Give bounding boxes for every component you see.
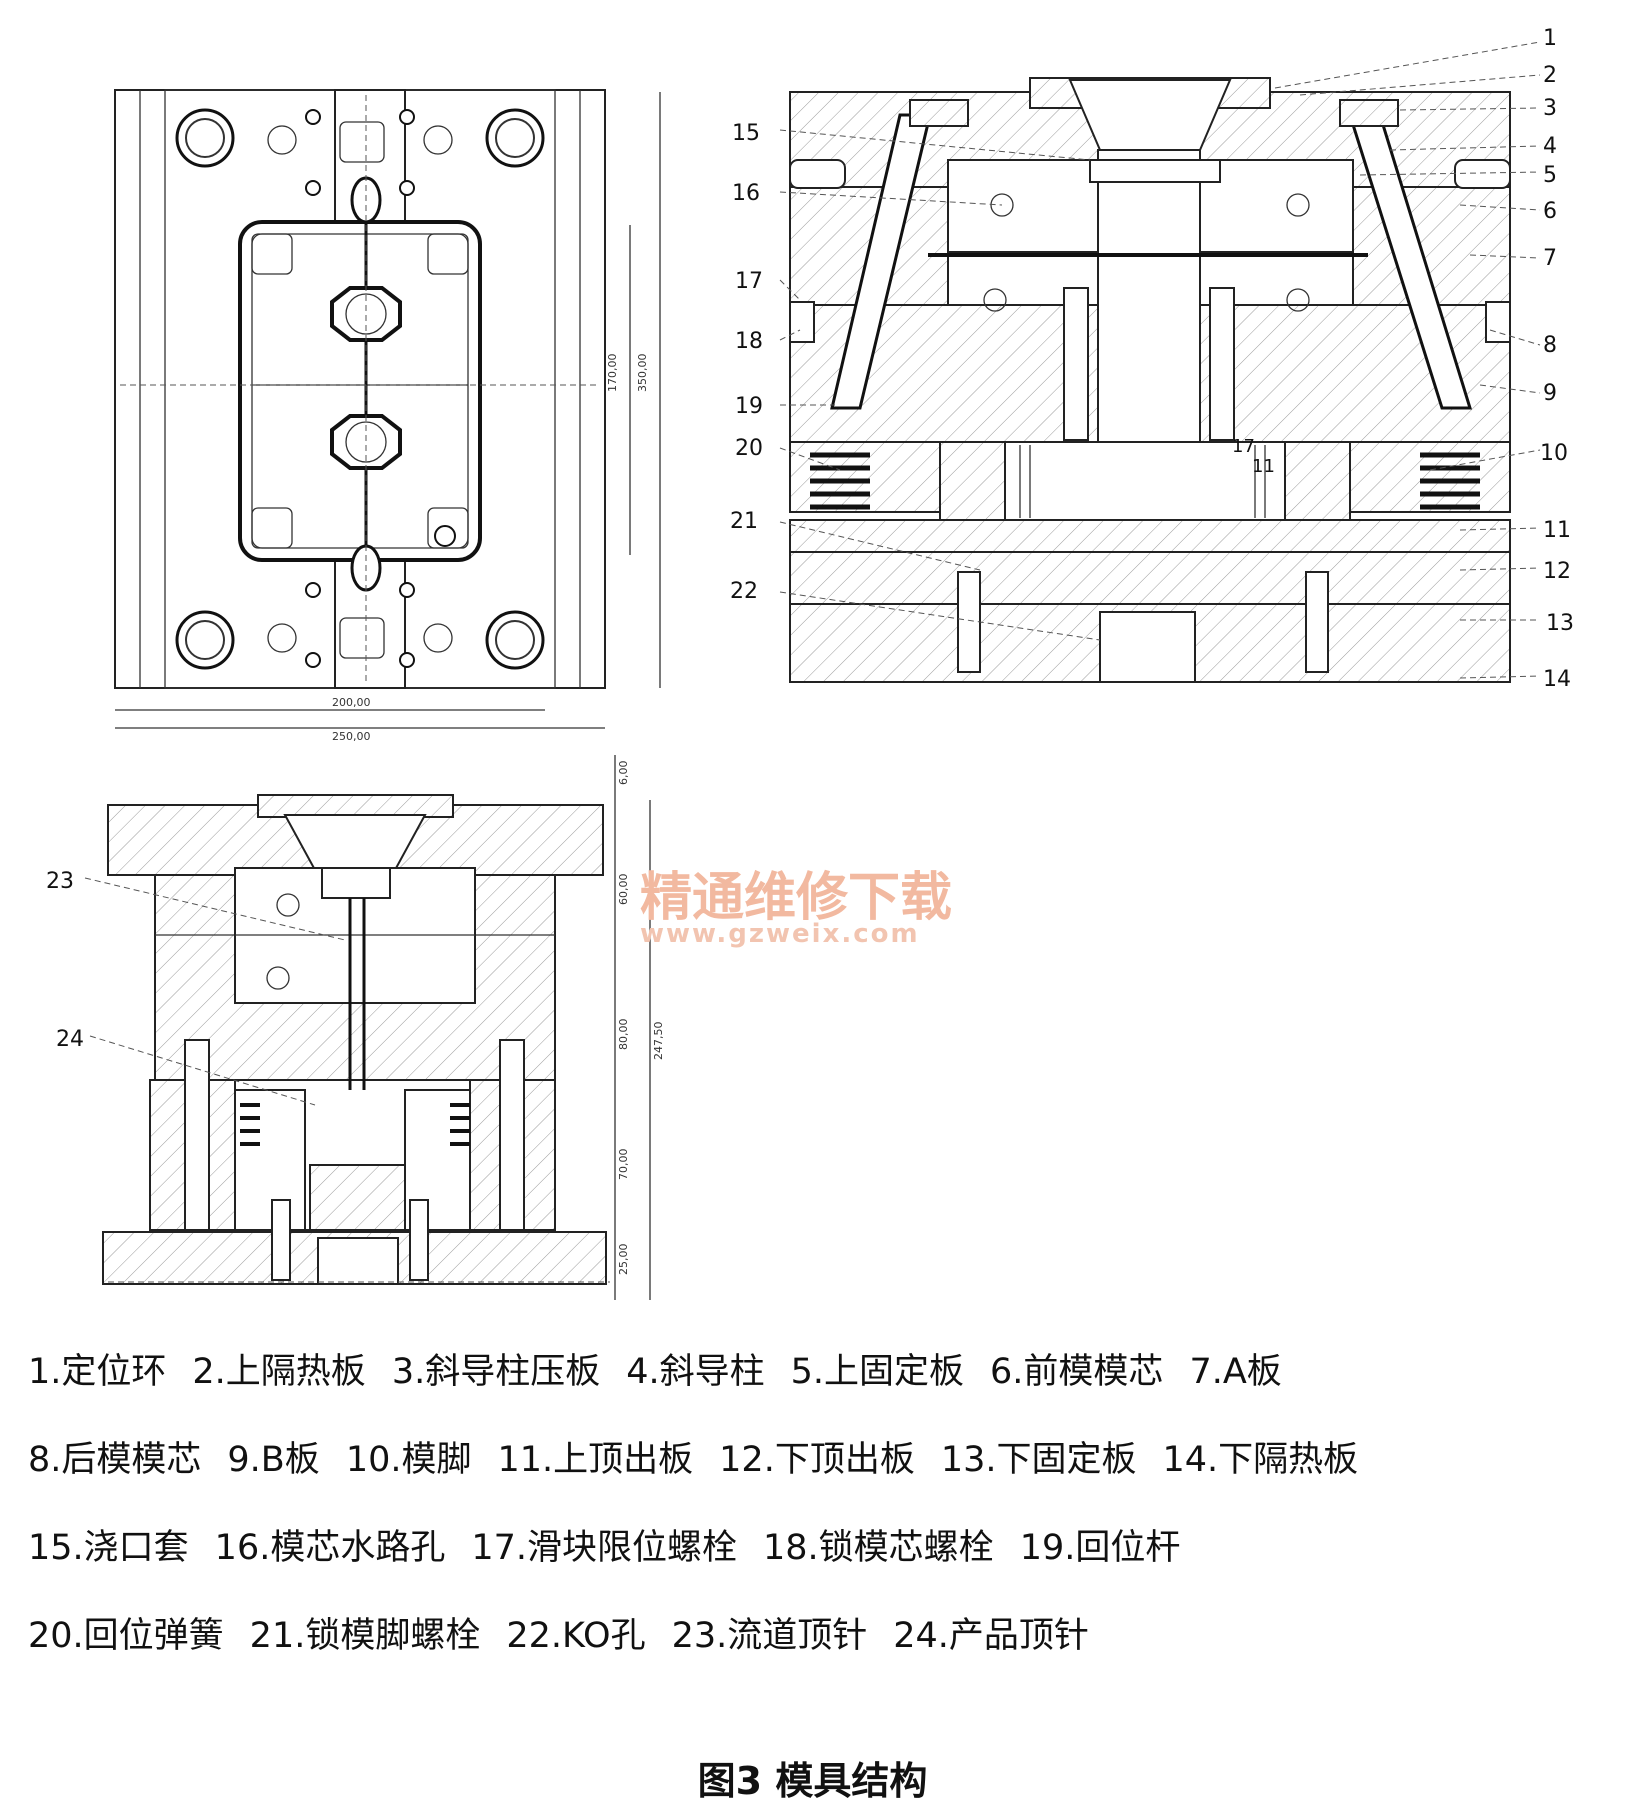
legend-row-4: 20.回位弹簧 21.锁模脚螺栓 22.KO孔 23.流道顶针 24.产品顶针: [28, 1616, 1598, 1656]
legend-item: 5.上固定板: [790, 1352, 965, 1392]
callout-2: 2: [1543, 63, 1557, 88]
callout-1: 1: [1543, 26, 1557, 51]
legend-item: 8.后模模芯: [28, 1440, 202, 1480]
dim-70: 70,00: [617, 1149, 630, 1181]
dim-60: 60,00: [617, 874, 630, 906]
callout-17-inner: 17: [1232, 436, 1255, 457]
return-spring-icon: [810, 452, 1480, 510]
front-spring-icon: [240, 1103, 470, 1146]
legend-item: 16.模芯水路孔: [214, 1528, 446, 1568]
dim-350: 350,00: [636, 354, 649, 393]
dim-170: 170,00: [606, 354, 619, 393]
callout-23: 23: [46, 869, 74, 894]
plan-product-hex-lower: [330, 414, 402, 470]
dim-25: 25,00: [617, 1244, 630, 1276]
legend-item: 6.前模模芯: [990, 1352, 1164, 1392]
callout-18: 18: [735, 329, 763, 354]
callout-6: 6: [1543, 199, 1557, 224]
legend-item: 23.流道顶针: [671, 1616, 868, 1656]
callout-14: 14: [1543, 667, 1571, 692]
legend-item: 11.上顶出板: [497, 1440, 694, 1480]
screw-hole-icon: [267, 109, 456, 668]
legend-item: 19.回位杆: [1019, 1528, 1181, 1568]
plan-product-hex-upper: [330, 286, 402, 342]
callout-19: 19: [735, 394, 763, 419]
plan-cavity-outline: [238, 220, 482, 562]
callout-16: 16: [732, 181, 760, 206]
legend-item: 21.锁模脚螺栓: [249, 1616, 481, 1656]
callout-11: 11: [1543, 518, 1571, 543]
legend-row-1: 1.定位环 2.上隔热板 3.斜导柱压板 4.斜导柱 5.上固定板 6.前模模芯 7.A板: [28, 1352, 1598, 1392]
section-view-front: [84, 755, 651, 1300]
legend-item: 9.B板: [227, 1440, 320, 1480]
legend-item: 10.模脚: [345, 1440, 472, 1480]
legend-row-2: 8.后模模芯 9.B板 10.模脚 11.上顶出板 12.下顶出板 13.下固定板 14.下…: [28, 1440, 1598, 1480]
legend-item: 14.下隔热板: [1162, 1440, 1359, 1480]
legend-item: 20.回位弹簧: [28, 1616, 224, 1656]
callout-15: 15: [732, 121, 760, 146]
legend-item: 12.下顶出板: [719, 1440, 915, 1480]
legend-item: 13.下固定板: [940, 1440, 1137, 1480]
dim-80: 80,00: [617, 1019, 630, 1051]
legend-item: 1.定位环: [28, 1352, 167, 1392]
section-view-main: [789, 77, 1511, 683]
legend-item: 18.锁模芯螺栓: [763, 1528, 994, 1568]
legend-item: 17.滑块限位螺栓: [471, 1528, 738, 1568]
guide-bushing-icon: [175, 108, 545, 670]
callout-22: 22: [730, 579, 758, 604]
callout-4: 4: [1543, 134, 1557, 159]
callout-13: 13: [1546, 611, 1574, 636]
callout-17: 17: [735, 269, 763, 294]
legend-item: 7.A板: [1189, 1352, 1282, 1392]
callout-5: 5: [1543, 163, 1557, 188]
callout-11-inner: 11: [1252, 456, 1275, 477]
watermark-url: www.gzweix.com: [640, 919, 920, 949]
legend-item: 2.上隔热板: [192, 1352, 366, 1392]
callout-10: 10: [1540, 441, 1568, 466]
legend-item: 4.斜导柱: [626, 1352, 765, 1392]
plan-view: [114, 89, 661, 729]
legend-item: 3.斜导柱压板: [391, 1352, 601, 1392]
dim-247: 247,50: [652, 1022, 665, 1061]
callout-21: 21: [730, 509, 758, 534]
figure-caption: 图3 模具结构: [697, 1759, 928, 1803]
callout-9: 9: [1543, 381, 1557, 406]
watermark-text: 精通维修下载: [640, 867, 952, 928]
dim-250: 250,00: [332, 730, 371, 743]
legend-item: 22.KO孔: [506, 1616, 646, 1656]
legend-item: 24.产品顶针: [893, 1616, 1089, 1656]
lower-ejector-plate: [789, 551, 1511, 605]
callout-20: 20: [735, 436, 763, 461]
callout-leaders: [779, 41, 1541, 679]
callout-24: 24: [56, 1027, 84, 1052]
callout-8: 8: [1543, 333, 1557, 358]
upper-ejector-plate: [789, 519, 1511, 553]
dim-6: 6,00: [617, 761, 630, 786]
legend-row-3: 15.浇口套 16.模芯水路孔 17.滑块限位螺栓 18.锁模芯螺栓 19.回位杆: [28, 1528, 1598, 1568]
legend-item: 15.浇口套: [28, 1528, 189, 1568]
callout-12: 12: [1543, 559, 1571, 584]
ko-hole: [1099, 611, 1196, 683]
callout-7: 7: [1543, 246, 1557, 271]
dim-200: 200,00: [332, 696, 371, 709]
sprue-center: [1097, 149, 1201, 446]
callout-3: 3: [1543, 96, 1557, 121]
